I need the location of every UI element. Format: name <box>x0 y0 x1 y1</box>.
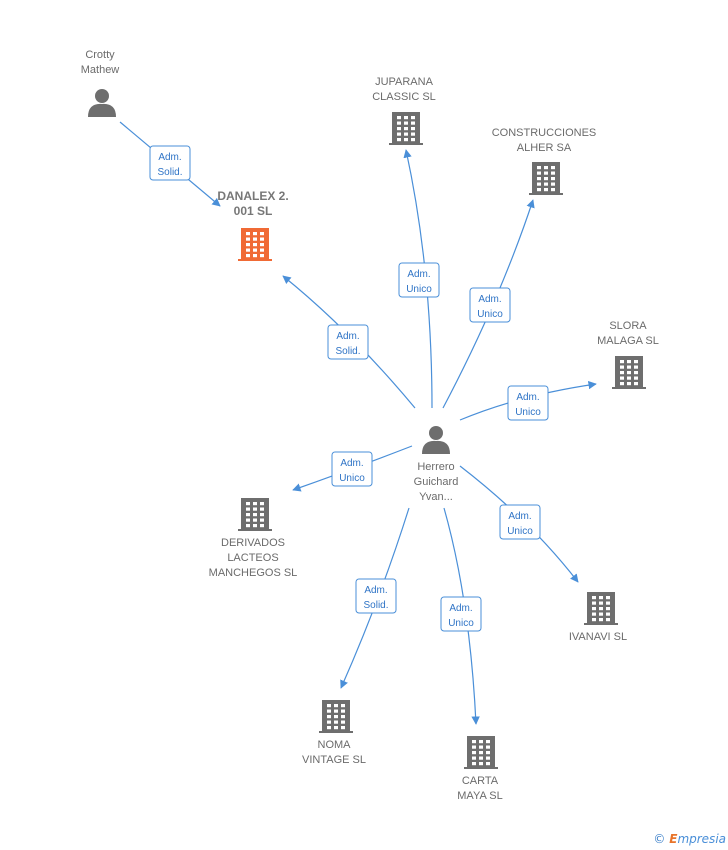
edge-label-text: Adm. <box>449 603 472 614</box>
building-icon <box>529 162 563 195</box>
edge-label-text: Adm. <box>407 269 430 280</box>
node-label: LACTEOS <box>227 552 278 564</box>
edge-label-box <box>331 451 373 487</box>
node-label: Crotty <box>85 49 115 61</box>
edge-label-box <box>327 324 369 360</box>
brand-initial: E <box>669 832 678 846</box>
node-danalex[interactable]: DANALEX 2.001 SL <box>217 189 289 261</box>
node-carta[interactable]: CARTA MAYA SL <box>457 736 503 802</box>
edge-label-text: Adm. <box>158 152 181 163</box>
node-label: Mathew <box>81 64 120 76</box>
person-icon <box>422 426 450 454</box>
node-label: VINTAGE SL <box>302 754 366 766</box>
edge-herrero-to-construcciones: Adm. Unico <box>442 199 535 409</box>
edge-herrero-to-ivanavi: Adm. Unico <box>459 465 579 583</box>
edge-label-text: Unico <box>448 618 474 629</box>
node-derivados[interactable]: DERIVADOS LACTEOS MANCHEGOS SL <box>209 498 298 579</box>
edge-label-text: Adm. <box>478 294 501 305</box>
edge-label-text: Unico <box>515 407 541 418</box>
node-slora[interactable]: SLORA MALAGA SL <box>597 320 659 389</box>
edge-label-box <box>507 385 549 421</box>
node-label: IVANAVI SL <box>569 631 627 643</box>
edge-label-text: Adm. <box>508 511 531 522</box>
edge-label-text: Solid. <box>335 346 360 357</box>
edge-herrero-to-juparana: Adm. Unico <box>398 149 440 409</box>
edge-label-text: Unico <box>507 526 533 537</box>
edges-layer: Adm.Solid.Adm.Solid.Adm.UnicoAdm.UnicoAd… <box>119 121 597 725</box>
edge-herrero-to-noma: Adm. Solid. <box>340 507 410 689</box>
brand-rest: mpresia <box>677 832 726 846</box>
node-label: CONSTRUCCIONES <box>492 127 597 139</box>
node-noma[interactable]: NOMA VINTAGE SL <box>302 700 366 766</box>
building-icon <box>584 592 618 625</box>
edge-label-box <box>398 262 440 298</box>
edge-label-text: Adm. <box>364 585 387 596</box>
node-label: Herrero <box>417 461 454 473</box>
edge-label-box <box>149 145 191 181</box>
node-juparana[interactable]: JUPARANA CLASSIC SL <box>372 76 436 145</box>
edge-label-text: Adm. <box>336 331 359 342</box>
building-icon <box>238 498 272 531</box>
edge-label-text: Unico <box>339 473 365 484</box>
edge-label-text: Solid. <box>157 167 182 178</box>
edge-label-box <box>440 596 482 632</box>
node-label: MALAGA SL <box>597 335 659 347</box>
edge-label-box <box>355 578 397 614</box>
building-icon <box>238 228 272 261</box>
node-label: DERIVADOS <box>221 537 285 549</box>
edge-label-box <box>499 504 541 540</box>
copyright-symbol: © <box>653 832 666 846</box>
footer-brand: © Empresia <box>653 832 726 846</box>
edge-herrero-to-slora: Adm. Unico <box>459 380 597 421</box>
node-label: Yvan... <box>419 491 453 503</box>
building-icon <box>612 356 646 389</box>
building-icon <box>389 112 423 145</box>
building-icon <box>319 700 353 733</box>
node-label: MAYA SL <box>457 790 502 802</box>
node-label: CLASSIC SL <box>372 91 436 103</box>
node-herrero[interactable]: HerreroGuichardYvan... <box>414 426 459 503</box>
node-label: 001 SL <box>234 204 273 218</box>
edge-label-text: Unico <box>406 284 432 295</box>
node-label: NOMA <box>318 739 352 751</box>
node-label: SLORA <box>609 320 647 332</box>
edge-herrero-to-danalex: Adm. Solid. <box>282 275 416 409</box>
edge-label-text: Adm. <box>340 458 363 469</box>
node-label: JUPARANA <box>375 76 434 88</box>
person-icon <box>88 89 116 117</box>
edge-herrero-to-derivados: Adm. Unico <box>292 445 413 492</box>
node-label: CARTA <box>462 775 499 787</box>
building-icon <box>464 736 498 769</box>
node-construcciones[interactable]: CONSTRUCCIONES ALHER SA <box>492 127 597 195</box>
edge-crotty-to-danalex: Adm. Solid. <box>119 121 221 207</box>
edge-label-text: Adm. <box>516 392 539 403</box>
node-label: DANALEX 2. <box>217 189 288 203</box>
edge-label-text: Unico <box>477 309 503 320</box>
node-label: ALHER SA <box>517 142 572 154</box>
node-label: Guichard <box>414 476 459 488</box>
node-label: MANCHEGOS SL <box>209 567 298 579</box>
edge-label-box <box>469 287 511 323</box>
edge-herrero-to-carta: Adm. Unico <box>440 507 482 725</box>
edge-label-text: Solid. <box>363 600 388 611</box>
node-ivanavi[interactable]: IVANAVI SL <box>569 592 627 643</box>
